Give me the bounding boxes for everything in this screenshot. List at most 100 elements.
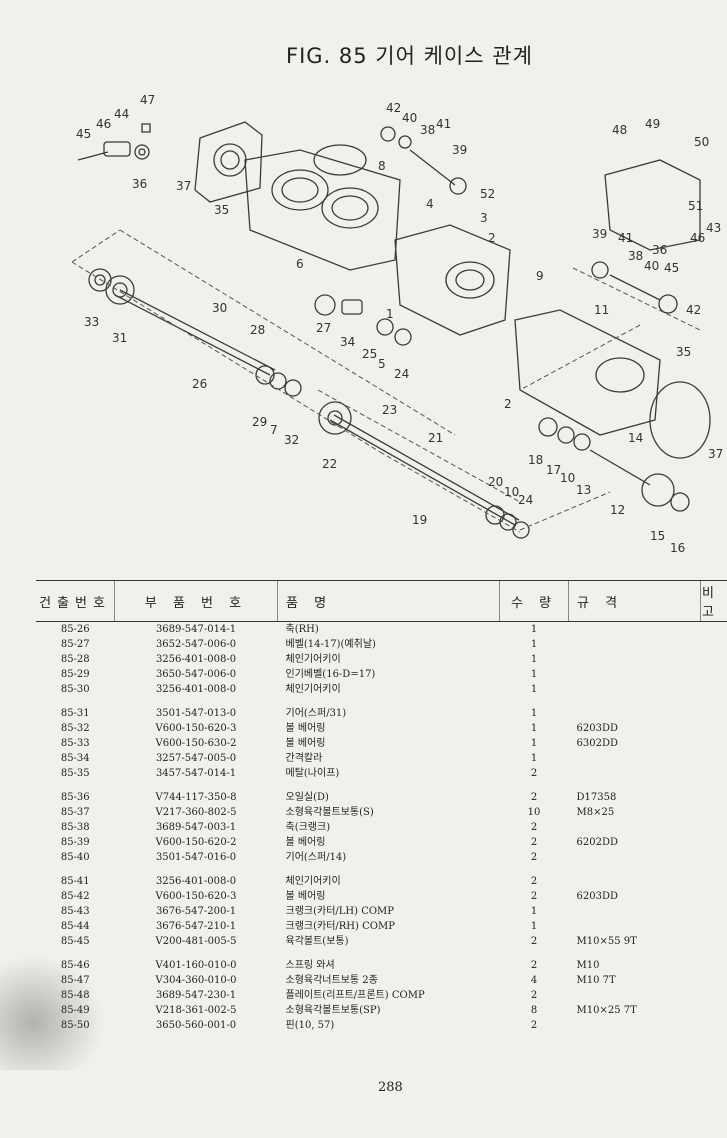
svg-text:3: 3 [480,211,488,225]
svg-text:44: 44 [114,107,129,121]
svg-text:4: 4 [426,197,434,211]
svg-text:47: 47 [140,93,155,107]
svg-text:42: 42 [386,101,401,115]
header-quantity: 수 량 [499,580,569,622]
table-row: 85-503650-560-001-0핀(10, 57)2 [61,1020,538,1031]
svg-text:9: 9 [536,269,544,283]
header-part-number: 부 품 번 호 [114,580,278,622]
header-item-no: 건출번호 [36,580,115,622]
svg-text:39: 39 [592,227,607,241]
svg-text:10: 10 [560,471,575,485]
header-part-name: 품 명 [277,580,500,622]
svg-text:52: 52 [480,187,495,201]
svg-text:11: 11 [594,303,609,317]
svg-text:45: 45 [664,261,679,275]
svg-text:41: 41 [436,117,451,131]
svg-text:42: 42 [686,303,701,317]
svg-text:38: 38 [420,123,435,137]
page-number: 288 [378,1080,403,1095]
table-header-row: 건출번호 부 품 번 호 품 명 수 량 규 격 비 고 [36,580,727,622]
svg-text:50: 50 [694,135,709,149]
svg-text:25: 25 [362,347,377,361]
svg-text:40: 40 [402,111,417,125]
svg-text:34: 34 [340,335,355,349]
svg-text:31: 31 [112,331,127,345]
svg-text:21: 21 [428,431,443,445]
row-spacer [36,697,727,706]
row-spacer [36,865,727,874]
row-spacer [36,781,727,790]
svg-text:20: 20 [488,475,503,489]
svg-text:7: 7 [270,423,278,437]
svg-text:2: 2 [488,231,496,245]
svg-text:37: 37 [708,447,723,461]
svg-text:10: 10 [504,485,519,499]
svg-text:38: 38 [628,249,643,263]
svg-text:24: 24 [518,493,533,507]
svg-text:32: 32 [284,433,299,447]
svg-text:26: 26 [192,377,207,391]
svg-text:29: 29 [252,415,267,429]
svg-text:33: 33 [84,315,99,329]
svg-text:24: 24 [394,367,409,381]
svg-text:36: 36 [132,177,147,191]
row-spacer [36,949,727,958]
header-spec: 규 격 [568,580,701,622]
svg-text:16: 16 [670,541,685,555]
svg-text:6: 6 [296,257,304,271]
svg-text:46: 46 [690,231,705,245]
svg-text:1: 1 [386,307,394,321]
svg-text:5: 5 [378,357,386,371]
svg-text:51: 51 [688,199,703,213]
svg-text:37: 37 [176,179,191,193]
figure-title: FIG. 85 기어 케이스 관계 [286,44,533,68]
svg-text:12: 12 [610,503,625,517]
svg-text:8: 8 [378,159,386,173]
svg-text:43: 43 [706,221,721,235]
svg-text:13: 13 [576,483,591,497]
svg-text:2: 2 [504,397,512,411]
svg-text:15: 15 [650,529,665,543]
ink-smudge [0,950,110,1070]
svg-text:48: 48 [612,123,627,137]
svg-text:19: 19 [412,513,427,527]
svg-text:22: 22 [322,457,337,471]
svg-text:30: 30 [212,301,227,315]
svg-text:27: 27 [316,321,331,335]
svg-text:14: 14 [628,431,643,445]
header-remarks: 비 고 [700,580,727,622]
svg-text:17: 17 [546,463,561,477]
svg-text:23: 23 [382,403,397,417]
svg-text:35: 35 [214,203,229,217]
svg-text:35: 35 [676,345,691,359]
svg-text:41: 41 [618,231,633,245]
svg-text:39: 39 [452,143,467,157]
svg-text:45: 45 [76,127,91,141]
svg-text:49: 49 [645,117,660,131]
svg-text:40: 40 [644,259,659,273]
